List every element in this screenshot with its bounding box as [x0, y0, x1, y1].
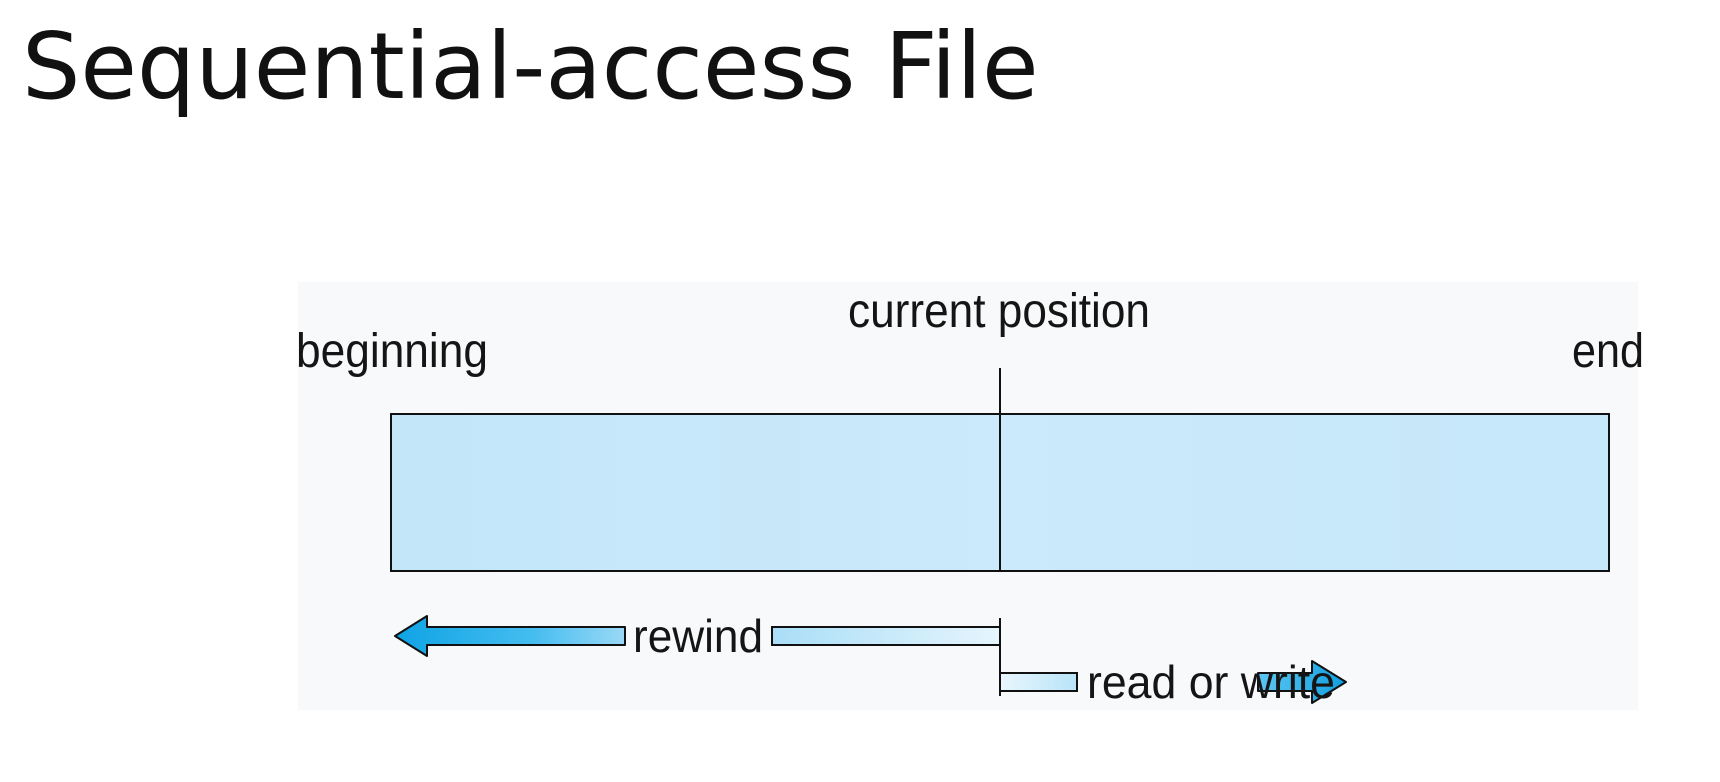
read-or-write-label: read or write	[1087, 656, 1335, 708]
read-or-write-arrow-tail	[999, 672, 1078, 692]
slide-title: Sequential-access File	[22, 13, 1039, 120]
end-label: end	[1572, 325, 1644, 378]
rewind-arrow-tail	[771, 626, 1001, 646]
rewind-label: rewind	[633, 610, 763, 662]
rewind-arrow-head	[394, 615, 626, 657]
beginning-label: beginning	[296, 325, 488, 378]
read-or-write-arrowhead	[1257, 660, 1347, 704]
read-or-write-arrow	[999, 660, 1347, 704]
current-position-label: current position	[848, 285, 1150, 338]
